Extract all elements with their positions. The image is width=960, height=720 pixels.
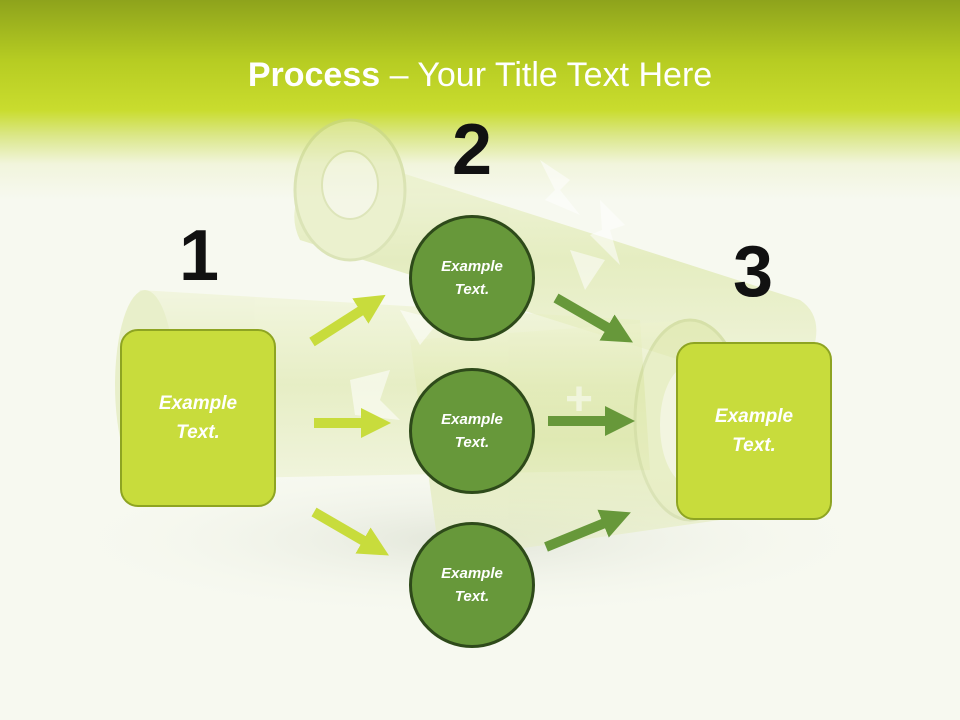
title-bold: Process	[247, 56, 381, 94]
step-2-circle-middle: Example Text.	[409, 368, 535, 494]
step-2-circle-bottom-text: Example Text.	[441, 565, 503, 605]
title-rest: – Your Title Text Here	[380, 56, 713, 94]
step-number-1: 1	[178, 216, 220, 296]
step-3-box: Example Text.	[676, 342, 832, 520]
step-3-text: Example Text.	[714, 406, 794, 456]
step-2-circle-bottom: Example Text.	[409, 522, 535, 648]
step-2-circle-top: Example Text.	[409, 215, 535, 341]
header-band	[0, 0, 960, 200]
slide-title: Process – Your Title Text Here	[0, 54, 960, 96]
step-2-circle-top-text: Example Text.	[441, 258, 503, 298]
step-1-box: Example Text.	[120, 329, 276, 507]
step-2-circle-middle-text: Example Text.	[441, 411, 503, 451]
step-number-3: 3	[732, 232, 774, 312]
step-1-text: Example Text.	[158, 393, 238, 443]
svg-text:+: +	[565, 373, 593, 426]
step-number-2: 2	[451, 110, 493, 190]
